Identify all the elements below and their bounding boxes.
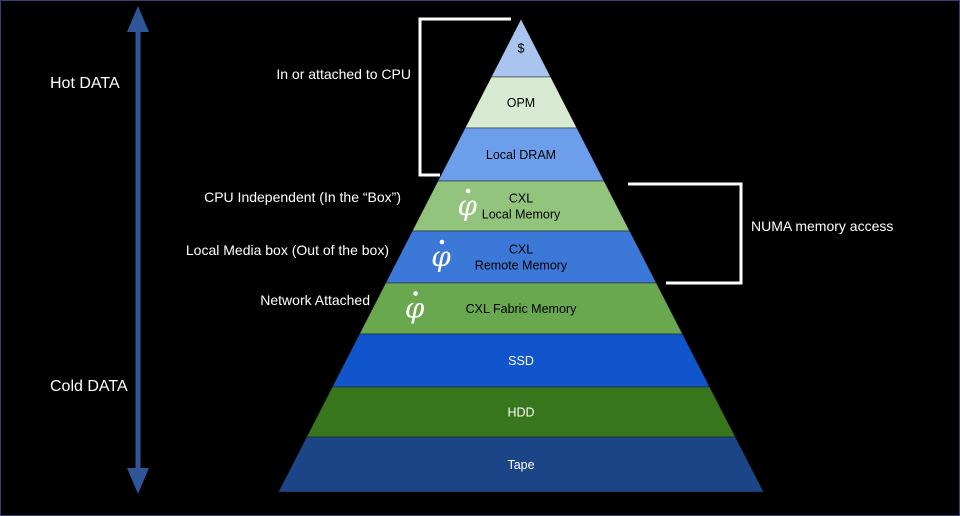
pyramid-tier [411, 180, 631, 232]
pyramid-tier [385, 230, 657, 284]
tier-label: SSD [508, 354, 534, 368]
phi-dot-icon: φ [405, 291, 425, 325]
tier-label: CXL [509, 192, 533, 206]
svg-text:φ: φ [431, 240, 451, 273]
annotation-local-media-box: Local Media box (Out of the box) [186, 242, 389, 258]
arrow-head-up-icon [127, 6, 149, 32]
annotation-cpu-independent: CPU Independent (In the “Box”) [204, 189, 401, 205]
tier-label: Local DRAM [486, 148, 556, 162]
tier-label: Local Memory [482, 208, 561, 222]
tier-label: CXL [509, 243, 533, 257]
cold-data-label: Cold DATA [50, 378, 128, 395]
numa-bracket [628, 182, 743, 285]
tier-label: $ [518, 42, 525, 56]
tier-label: Tape [507, 458, 534, 472]
tier-label: CXL Fabric Memory [466, 302, 577, 316]
phi-dot-icon: φ [431, 239, 451, 273]
pyramid-tier [278, 436, 764, 493]
annotation-cpu: In or attached to CPU [276, 66, 411, 82]
tier-label: HDD [507, 406, 534, 420]
annotation-network-attached: Network Attached [260, 292, 370, 308]
phi-dot-icon: φ [457, 188, 477, 222]
hot-cold-arrow [127, 6, 149, 494]
tier-label: Remote Memory [475, 259, 568, 273]
svg-text:φ: φ [457, 189, 477, 222]
svg-text:φ: φ [405, 292, 425, 325]
tier-label: OPM [507, 96, 535, 110]
annotation-numa: NUMA memory access [751, 218, 893, 234]
cpu-bracket [418, 17, 511, 177]
hot-data-label: Hot DATA [50, 75, 120, 92]
arrow-head-down-icon [127, 468, 149, 494]
